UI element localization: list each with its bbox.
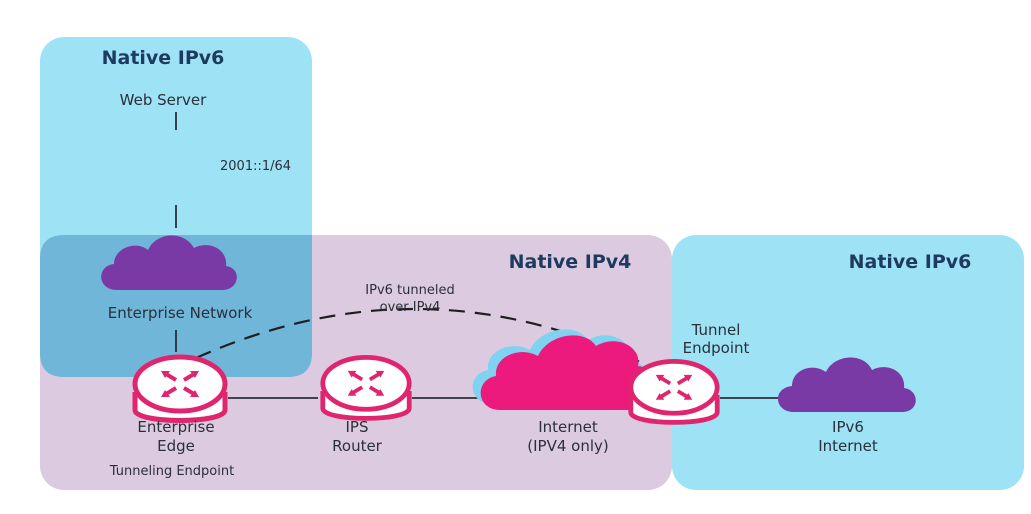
enterprise-edge-label-line1: Enterprise [137, 418, 214, 436]
web-server-label: Web Server [120, 91, 207, 109]
ips-router-label-line2: Router [332, 437, 383, 455]
internet-cloud-icon [480, 335, 657, 410]
address-label: 2001::1/64 [220, 159, 291, 174]
tunneling-endpoint-label: Tunneling Endpoint [109, 464, 234, 479]
enterprise-network-label: Enterprise Network [108, 304, 253, 322]
tunnel-endpoint-label-line2: Endpoint [683, 339, 750, 357]
internet-label-line2: (IPV4 only) [527, 437, 608, 455]
enterprise-edge-label-line2: Edge [157, 437, 195, 455]
enterprise-edge-router-icon [135, 357, 225, 421]
tunnel-annotation-line2: over IPv4 [380, 300, 441, 315]
ips-router-label-line1: IPS [346, 418, 369, 436]
ipv6-internet-label-line1: IPv6 [832, 418, 864, 436]
internet-label-line1: Internet [538, 418, 598, 436]
tunnel-annotation-line1: IPv6 tunneled [365, 283, 454, 298]
tunnel-endpoint-router-icon [631, 361, 717, 422]
ipv6-internet-cloud-icon [777, 357, 916, 412]
zone-title-ipv6-right: Native IPv6 [849, 251, 972, 273]
zone-title-ipv6-left: Native IPv6 [102, 47, 225, 69]
zone-title-ipv4: Native IPv4 [509, 251, 632, 273]
tunnel-endpoint-label-line1: Tunnel [691, 321, 741, 339]
enterprise-network-cloud-icon [101, 235, 237, 290]
ipv6-internet-label-line2: Internet [818, 437, 878, 455]
ips-router-icon [323, 357, 409, 418]
